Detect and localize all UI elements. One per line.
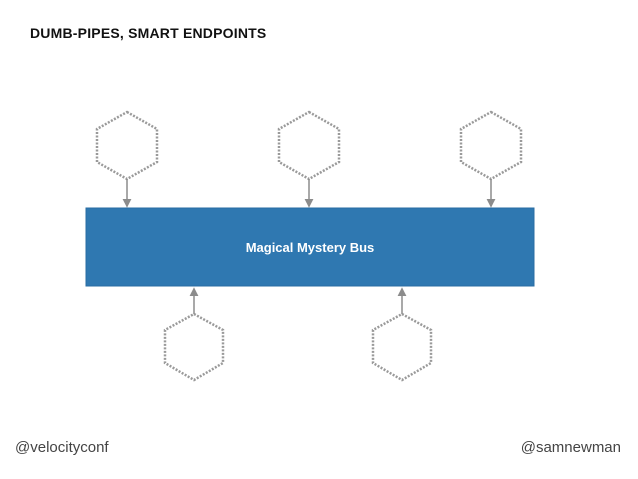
service-hexagon-icon bbox=[459, 110, 523, 181]
service-hexagon-icon bbox=[163, 312, 225, 382]
service-hexagon-icon bbox=[95, 110, 159, 181]
bus-label: Magical Mystery Bus bbox=[246, 240, 375, 255]
conference-handle: @velocityconf bbox=[15, 439, 109, 456]
service-hexagon-icon bbox=[277, 110, 341, 181]
service-hexagon-icon bbox=[371, 312, 433, 382]
speaker-handle: @samnewman bbox=[520, 439, 621, 456]
slide-title: DUMB-PIPES, SMART ENDPOINTS bbox=[30, 25, 267, 41]
message-bus bbox=[85, 207, 535, 287]
